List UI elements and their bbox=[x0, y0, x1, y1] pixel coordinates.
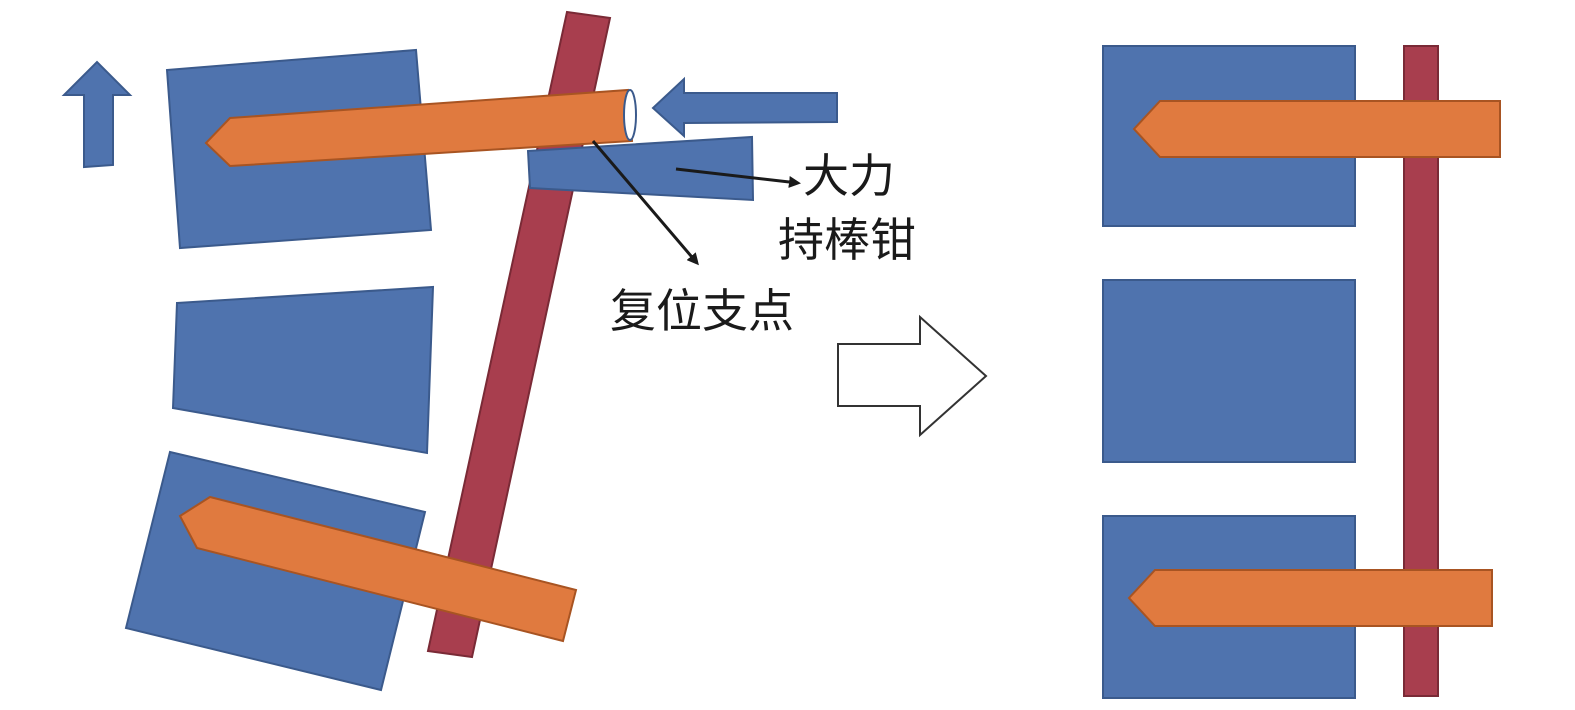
push-arrow-icon bbox=[651, 76, 838, 139]
upper-pedicle-screw bbox=[204, 88, 634, 168]
up-arrow-icon bbox=[61, 60, 133, 169]
forceps-jaw bbox=[526, 135, 755, 202]
after-reduction-panel bbox=[1102, 45, 1501, 699]
screw-tube-end bbox=[623, 89, 637, 141]
lower-pedicle-screw bbox=[178, 495, 578, 643]
before-reduction-panel bbox=[61, 10, 838, 692]
forceps-label-line1: 大力 bbox=[803, 149, 895, 203]
lower-pedicle-screw-reduced bbox=[1127, 569, 1493, 627]
upper-pedicle-screw-reduced bbox=[1132, 100, 1501, 158]
fulcrum-annotation-arrow bbox=[591, 140, 699, 266]
middle-vertebra-reduced bbox=[1102, 279, 1356, 463]
transition-arrow-icon bbox=[837, 314, 988, 438]
middle-vertebra bbox=[171, 285, 435, 455]
fulcrum-label: 复位支点 bbox=[610, 284, 794, 338]
forceps-label-line2: 持棒钳 bbox=[778, 213, 916, 267]
forceps-annotation-arrow bbox=[675, 167, 801, 188]
